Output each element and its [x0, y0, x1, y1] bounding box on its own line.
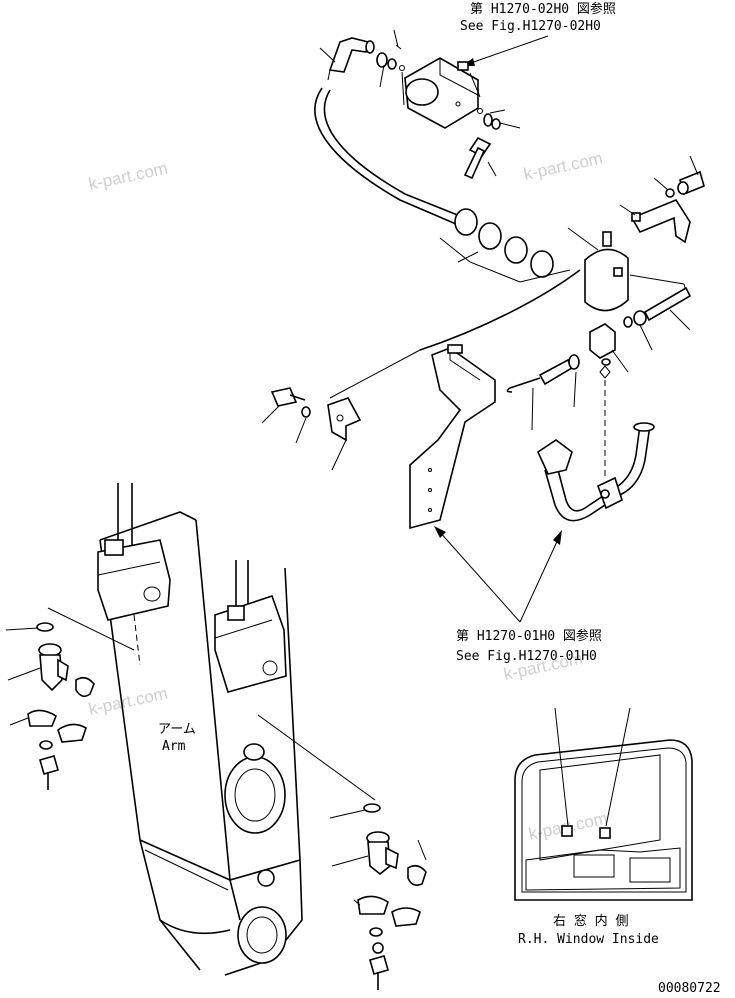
- straight-connector: [463, 136, 497, 180]
- window-label-en: R.H. Window Inside: [518, 932, 659, 947]
- ref-mid-leader-2: [519, 534, 561, 623]
- hose-mid-line: [329, 349, 421, 399]
- pipe-assembly-lower: [536, 422, 655, 522]
- watermark-1: k-part.com: [87, 159, 169, 194]
- tee-fitting: [589, 323, 629, 379]
- watermark-2: k-part.com: [522, 149, 604, 184]
- adapter-fittings-top: [376, 44, 501, 130]
- right-fitting-set: [329, 803, 427, 990]
- elbow-fitting-top: [327, 37, 375, 81]
- mounting-strap: [619, 199, 691, 244]
- bolt-top-right: [653, 155, 705, 198]
- dashed-guide-left: [133, 614, 141, 666]
- arm-pipe-clamp-left: [97, 539, 171, 621]
- ref-top-jp: 第 H1270-02H0 図参照: [470, 1, 616, 17]
- small-bracket: [327, 397, 362, 471]
- arm-pipe-clamp-right: [214, 594, 287, 693]
- ref-mid-jp: 第 H1270-01H0 図参照: [456, 628, 602, 644]
- accumulator-tank: [567, 227, 686, 316]
- arm-label-jp: アーム: [158, 722, 196, 737]
- left-fitting-set: [5, 622, 95, 790]
- hose-connector-left: [506, 354, 580, 431]
- arm-label-en: Arm: [162, 739, 186, 754]
- mounting-bracket: [409, 344, 496, 530]
- leader-arm-right: [257, 714, 376, 801]
- drawing-number: 00080722: [658, 981, 721, 996]
- ref-top-en: See Fig.H1270-02H0: [460, 19, 601, 34]
- bolt-washer-mid: [261, 387, 311, 444]
- ref-mid-arrow-2: [553, 530, 562, 545]
- watermark-3: k-part.com: [87, 684, 169, 719]
- ref-mid-leader-1: [437, 529, 521, 623]
- arm-structure: [99, 511, 303, 976]
- ref-mid-en: See Fig.H1270-01H0: [456, 649, 597, 664]
- hose-clamp-rings: [439, 208, 571, 283]
- leaders-top: [319, 29, 521, 129]
- hose-mid: [419, 269, 581, 351]
- solenoid-valve-assembly: [404, 57, 479, 129]
- cab-window-inset: [514, 707, 693, 901]
- hose-top: [314, 87, 471, 231]
- leader-left-1: [47, 607, 135, 651]
- ref-top-leader: [467, 35, 549, 65]
- ref-mid-arrow-1: [434, 526, 446, 538]
- window-label-jp: 右 窓 内 側: [553, 913, 628, 929]
- hose-right: [623, 286, 692, 351]
- hose-top-edge: [323, 89, 476, 223]
